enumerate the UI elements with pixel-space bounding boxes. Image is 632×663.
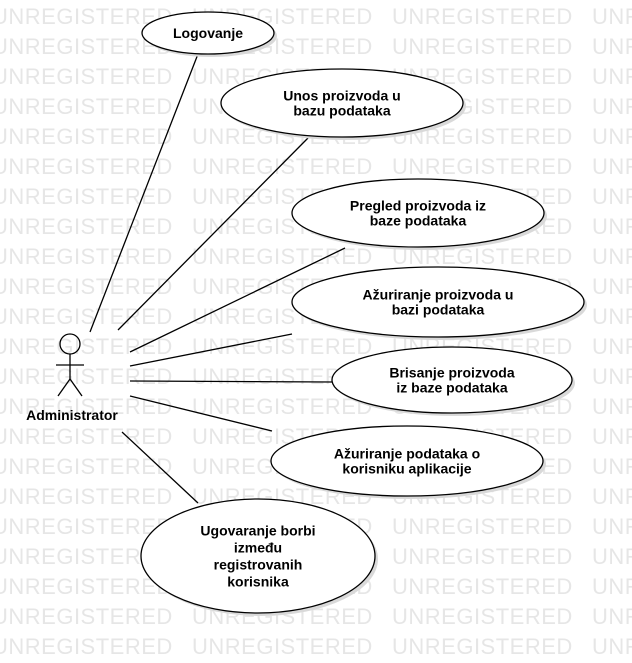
- watermark-text: UNREGISTERED: [0, 394, 173, 419]
- watermark-text: UNREGISTERED: [592, 34, 632, 59]
- watermark-text: UNREGISTERED: [0, 484, 173, 509]
- watermark-text: UNREGISTERED: [592, 424, 632, 449]
- association-line: [129, 380, 333, 383]
- association-line: [129, 395, 273, 432]
- use-case-7[interactable]: Ugovaranje borbiizmeđuregistrovanihkoris…: [140, 498, 378, 616]
- association-line: [129, 333, 293, 367]
- watermark-text: UNREGISTERED: [392, 154, 573, 179]
- watermark-text: UNREGISTERED: [592, 484, 632, 509]
- use-case-label: Ugovaranje borbi: [200, 523, 315, 539]
- watermark-text: UNREGISTERED: [0, 364, 173, 389]
- watermark-text: UNREGISTERED: [0, 454, 173, 479]
- watermark-text: UNREGISTERED: [0, 514, 173, 539]
- watermark-text: UNREGISTERED: [192, 334, 373, 359]
- watermark-text: UNREGISTERED: [0, 184, 173, 209]
- watermark-text: UNREGISTERED: [392, 574, 573, 599]
- watermark-text: UNREGISTERED: [592, 304, 632, 329]
- watermark-text: UNREGISTERED: [192, 244, 373, 269]
- actor-administrator[interactable]: Administrator: [26, 333, 118, 423]
- watermark-text: UNREGISTERED: [592, 184, 632, 209]
- use-case-ellipse: [291, 178, 545, 248]
- watermark-text: UNREGISTERED: [592, 364, 632, 389]
- watermark-text: UNREGISTERED: [592, 574, 632, 599]
- watermark-text: UNREGISTERED: [392, 544, 573, 569]
- use-case-label: korisnika: [227, 574, 289, 590]
- associations: [89, 53, 346, 504]
- watermark-text: UNREGISTERED: [592, 4, 632, 29]
- watermark-text: UNREGISTERED: [0, 334, 173, 359]
- watermark-text: UNREGISTERED: [392, 604, 573, 629]
- watermark-text: UNREGISTERED: [392, 634, 573, 659]
- use-case-label: Unos proizvoda u: [283, 88, 400, 104]
- watermark-text: UNREGISTERED: [592, 454, 632, 479]
- use-case-label: bazu podataka: [293, 103, 390, 119]
- use-case-label: korisniku aplikacije: [342, 461, 471, 477]
- watermark-text: UNREGISTERED: [392, 34, 573, 59]
- watermark-text: UNREGISTERED: [592, 514, 632, 539]
- use-case-label: Brisanje proizvoda: [389, 365, 514, 381]
- use-case-ellipse: [270, 425, 544, 497]
- watermark-text: UNREGISTERED: [0, 424, 173, 449]
- watermark-text: UNREGISTERED: [592, 334, 632, 359]
- watermark-text: UNREGISTERED: [392, 4, 573, 29]
- watermark-text: UNREGISTERED: [0, 64, 173, 89]
- use-case-label: između: [234, 540, 282, 556]
- watermark-text: UNREGISTERED: [0, 244, 173, 269]
- watermark-text: UNREGISTERED: [592, 94, 632, 119]
- actor-right-leg: [69, 378, 83, 397]
- use-case-ellipse: [141, 11, 275, 55]
- watermark-text: UNREGISTERED: [592, 634, 632, 659]
- use-case-ellipse: [140, 498, 376, 614]
- use-case-label: Ažuriranje proizvoda u: [363, 287, 514, 303]
- watermark-text: UNREGISTERED: [592, 154, 632, 179]
- use-case-ellipse: [331, 346, 573, 414]
- watermark-text: UNREGISTERED: [592, 274, 632, 299]
- use-case-label: Pregled proizvoda iz: [350, 198, 486, 214]
- watermark-text: UNREGISTERED: [0, 94, 173, 119]
- watermark-text: UNREGISTERED: [0, 154, 173, 179]
- watermark-text: UNREGISTERED: [192, 634, 373, 659]
- watermark-text: UNREGISTERED: [0, 4, 173, 29]
- watermark-text: UNREGISTERED: [592, 244, 632, 269]
- actor-label: Administrator: [26, 407, 118, 423]
- watermark-text: UNREGISTERED: [592, 544, 632, 569]
- watermark-text: UNREGISTERED: [592, 214, 632, 239]
- association-line: [117, 137, 309, 331]
- watermark-text: UNREGISTERED: [0, 124, 173, 149]
- watermark-text: UNREGISTERED: [392, 514, 573, 539]
- use-case-label: iz baze podataka: [396, 380, 507, 396]
- use-case-label: baze podataka: [370, 213, 467, 229]
- watermark-text: UNREGISTERED: [192, 154, 373, 179]
- watermark-text: UNREGISTERED: [0, 274, 173, 299]
- watermark-text: UNREGISTERED: [0, 634, 173, 659]
- actor-left-leg: [57, 378, 71, 397]
- watermark-text: UNREGISTERED: [0, 304, 173, 329]
- watermark-text: UNREGISTERED: [0, 604, 173, 629]
- watermark-text: UNREGISTERED: [192, 394, 373, 419]
- use-case-ellipse: [220, 68, 464, 138]
- watermark-text: UNREGISTERED: [0, 574, 173, 599]
- use-case-label: registrovanih: [214, 557, 303, 573]
- watermark-text: UNREGISTERED: [592, 604, 632, 629]
- watermark-text: UNREGISTERED: [592, 394, 632, 419]
- watermark-text: UNREGISTERED: [592, 64, 632, 89]
- use-case-1[interactable]: Logovanje: [141, 11, 277, 57]
- use-case-ellipse: [291, 266, 585, 338]
- use-case-label: bazi podataka: [392, 302, 485, 318]
- watermark-text: UNREGISTERED: [592, 124, 632, 149]
- association-line: [121, 431, 199, 504]
- watermark-text: UNREGISTERED: [0, 214, 173, 239]
- association-line: [129, 247, 346, 353]
- association-line: [89, 53, 199, 333]
- use-case-label: Ažuriranje podataka o: [334, 446, 480, 462]
- use-case-label: Logovanje: [173, 25, 243, 41]
